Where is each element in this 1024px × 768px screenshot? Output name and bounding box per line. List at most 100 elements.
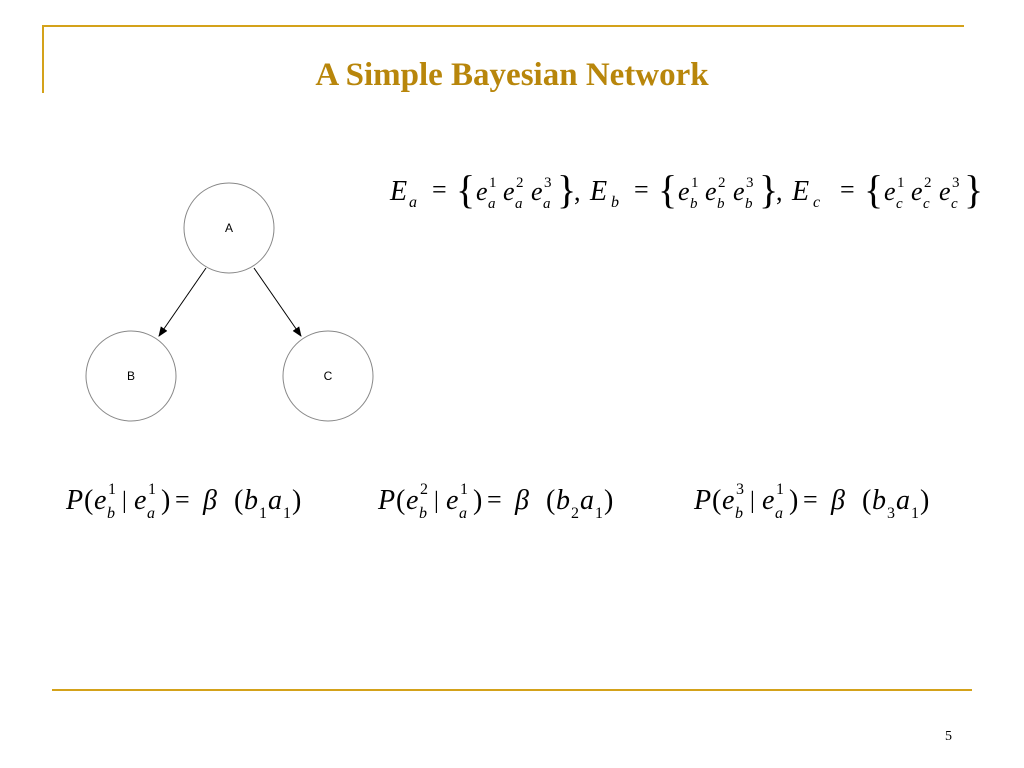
equals-sign: = [175,485,190,514]
member-sub: b [690,196,698,212]
set-b-subscript: b [611,194,619,211]
beta-symbol: β [202,485,217,516]
var-a: a [580,485,594,516]
beta-symbol: β [830,485,845,516]
right-brace: } [964,167,983,212]
sub-b: b [419,505,427,522]
given-bar: | [122,488,127,514]
sup: 2 [420,481,428,498]
sub-a: a [459,505,467,522]
member-sup: 3 [746,175,754,191]
sup: 3 [736,481,744,498]
frame-left-rule [42,25,44,93]
sup: 1 [460,481,468,498]
member-sub: c [951,196,958,212]
sup: 1 [108,481,116,498]
node-b [85,330,177,422]
sub: 1 [283,505,291,522]
sub: 3 [887,505,895,522]
member-sup: 2 [718,175,726,191]
member-sub: b [717,196,725,212]
open-paren: ( [712,485,721,516]
evidence-sets-formula: E a = { e 1 a e 2 a e 3 a } , E b = { e … [389,167,983,212]
member-sub: c [923,196,930,212]
beta-symbol: β [514,485,529,516]
prob-p: P [377,485,395,516]
member-sub: a [488,196,496,212]
var-a: a [896,485,910,516]
left-brace: { [456,167,475,212]
sub-a: a [147,505,155,522]
sub: 1 [259,505,267,522]
evidence-set-c: E c = { e 1 c e 2 c e 3 c } [791,167,983,212]
prob-p: P [693,485,711,516]
sup: 1 [148,481,156,498]
equals-sign: = [634,175,649,204]
sub: 2 [571,505,579,522]
var-e: e [406,485,418,516]
given-bar: | [434,488,439,514]
member-e: e [476,177,488,206]
node-c [282,330,374,422]
equals-sign: = [840,175,855,204]
member-sup: 3 [544,175,552,191]
node-b-label: B [127,369,135,383]
sub-b: b [735,505,743,522]
close-paren: ) [473,485,482,516]
node-a-label: A [225,221,233,235]
var-e: e [446,485,458,516]
member-e: e [939,177,951,206]
member-sub: a [543,196,551,212]
sub-b: b [107,505,115,522]
set-b-symbol: E [589,176,607,207]
probabilities-formula: P ( e 1 b | e 1 a ) = β ( b 1 a 1 ) P ( … [65,481,929,522]
var-b: b [556,485,570,516]
open-paren: ( [862,485,871,516]
close-paren: ) [292,485,301,516]
comma: , [776,177,783,206]
member-sub: a [515,196,523,212]
open-paren: ( [546,485,555,516]
right-brace: } [759,167,778,212]
member-e: e [911,177,923,206]
member-sup: 2 [924,175,932,191]
var-e: e [722,485,734,516]
sup: 1 [776,481,784,498]
left-brace: { [658,167,677,212]
close-paren: ) [920,485,929,516]
var-b: b [872,485,886,516]
edge-a-to-c [253,267,302,337]
probability-1: P ( e 1 b | e 1 a ) = β ( b 1 a 1 ) [65,481,301,522]
var-e: e [134,485,146,516]
set-c-subscript: c [813,194,820,211]
left-brace: { [864,167,883,212]
var-e: e [762,485,774,516]
close-paren: ) [789,485,798,516]
close-paren: ) [604,485,613,516]
edge-a-to-b [158,267,207,337]
comma: , [574,177,581,206]
probability-2: P ( e 2 b | e 1 a ) = β ( b 2 a 1 ) [377,481,613,522]
member-sup: 2 [516,175,524,191]
var-e: e [94,485,106,516]
sub: 1 [911,505,919,522]
member-e: e [531,177,543,206]
var-a: a [268,485,282,516]
frame-top-rule [42,25,964,27]
prob-p: P [65,485,83,516]
equals-sign: = [487,485,502,514]
close-paren: ) [161,485,170,516]
equals-sign: = [432,175,447,204]
member-e: e [705,177,717,206]
set-a-subscript: a [409,194,417,211]
open-paren: ( [234,485,243,516]
var-b: b [244,485,258,516]
evidence-set-a: E a = { e 1 a e 2 a e 3 a } , [389,167,581,212]
slide-title: A Simple Bayesian Network [315,57,709,93]
probability-3: P ( e 3 b | e 1 a ) = β ( b 3 a 1 ) [693,481,929,522]
right-brace: } [557,167,576,212]
set-a-symbol: E [389,176,407,207]
member-e: e [503,177,515,206]
sub: 1 [595,505,603,522]
